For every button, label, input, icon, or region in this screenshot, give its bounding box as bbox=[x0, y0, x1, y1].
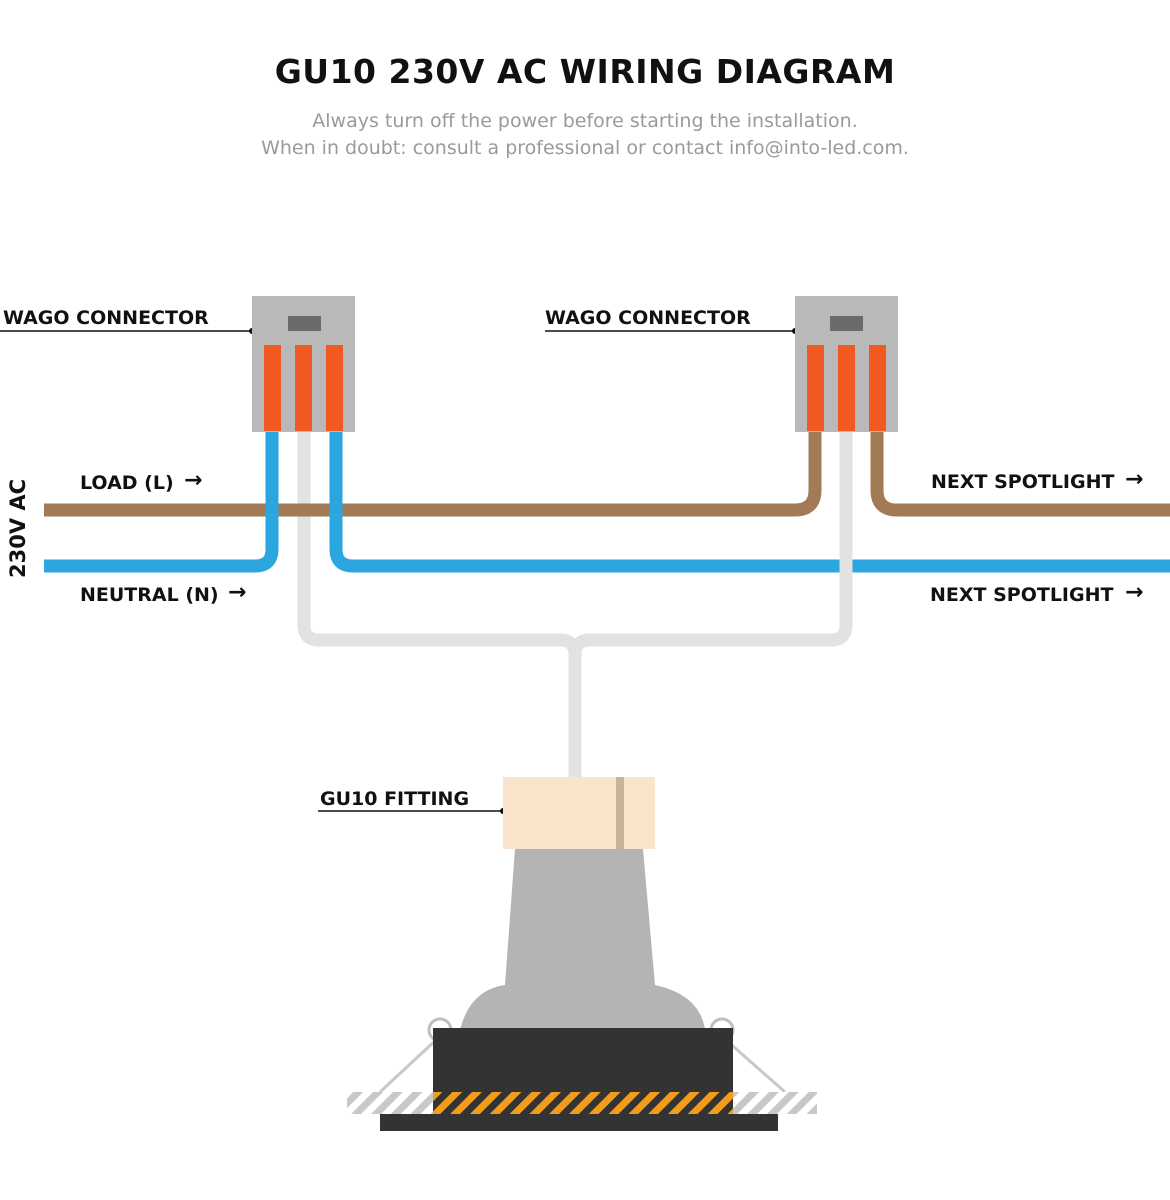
lamp-wire-left bbox=[297, 432, 582, 780]
neutral-wire-supply bbox=[44, 432, 279, 573]
gu10-fitting-label: GU10 FITTING bbox=[320, 788, 470, 810]
wago-right-label: WAGO CONNECTOR bbox=[545, 307, 751, 329]
neutral-wires bbox=[44, 432, 1170, 573]
next-spotlight-live-label: NEXT SPOTLIGHT bbox=[931, 471, 1115, 493]
page-title: GU10 230V AC WIRING DIAGRAM bbox=[274, 52, 896, 91]
wago-right-lever-1 bbox=[807, 345, 824, 431]
safety-note-line-1: Always turn off the power before startin… bbox=[312, 110, 858, 132]
next-spotlight-neutral-label: NEXT SPOTLIGHT bbox=[930, 584, 1114, 606]
wago-connector-right bbox=[795, 296, 898, 432]
spotlight-housing bbox=[460, 849, 705, 1030]
wago-right-lever-3 bbox=[869, 345, 886, 431]
safety-note-line-2: When in doubt: consult a professional or… bbox=[261, 137, 909, 159]
lamp-wires bbox=[297, 432, 853, 780]
next-spotlight-live-arrow-icon: → bbox=[1125, 467, 1144, 492]
neutral-arrow-icon: → bbox=[228, 580, 247, 605]
wago-right-lever-2 bbox=[838, 345, 855, 431]
supply-voltage-label: 230V AC bbox=[6, 478, 30, 578]
wago-left-lever-1 bbox=[264, 345, 281, 431]
lamp-wire-right bbox=[568, 432, 853, 780]
wago-left-label: WAGO CONNECTOR bbox=[3, 307, 209, 329]
spring-right bbox=[725, 1038, 786, 1094]
spotlight-fixture bbox=[347, 849, 817, 1131]
fitting-block bbox=[503, 777, 655, 849]
live-wire-to-wago-right bbox=[794, 432, 822, 517]
wago-connector-left bbox=[252, 296, 355, 432]
live-wire-next-spotlight bbox=[870, 432, 1170, 517]
neutral-label: NEUTRAL (N) bbox=[80, 584, 219, 606]
gu10-fitting bbox=[503, 777, 655, 849]
neutral-wire-next-spotlight bbox=[329, 432, 1170, 573]
live-wires bbox=[44, 432, 1170, 517]
load-arrow-icon: → bbox=[184, 468, 203, 493]
fixture-base-plate bbox=[380, 1114, 778, 1131]
wago-left-lever-2 bbox=[295, 345, 312, 431]
wago-left-slot bbox=[288, 316, 321, 331]
load-label: LOAD (L) bbox=[80, 472, 174, 494]
fixture-trim bbox=[433, 1028, 733, 1092]
next-spotlight-neutral-arrow-icon: → bbox=[1125, 580, 1144, 605]
fixture-ring-hatch bbox=[433, 1092, 733, 1114]
wago-right-slot bbox=[830, 316, 863, 331]
wago-left-lever-3 bbox=[326, 345, 343, 431]
fitting-band bbox=[616, 777, 624, 849]
spring-left bbox=[378, 1038, 438, 1094]
